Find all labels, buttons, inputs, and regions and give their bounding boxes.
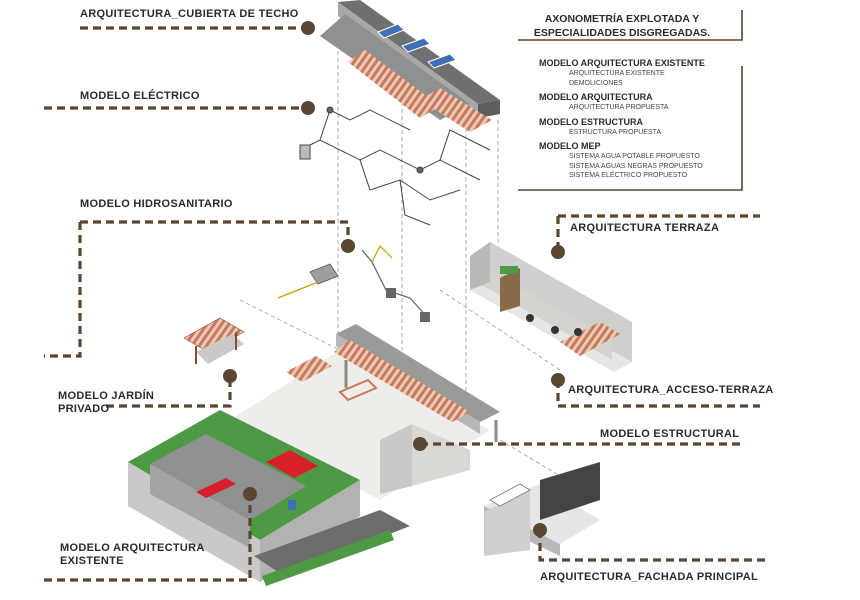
skylight-windows (377, 23, 457, 69)
front-facade-model (484, 462, 600, 556)
legend-group: MODELO MEP SISTEMA AGUA POTABLE PROPUEST… (539, 141, 739, 181)
legend-bracket (518, 10, 743, 191)
leader-dots (223, 21, 565, 537)
label-hidrosanitario: MODELO HIDROSANITARIO (80, 198, 233, 210)
legend-group: MODELO ARQUITECTURA EXISTENTE ARQUITECTU… (539, 58, 739, 88)
label-electrico: MODELO ELÉCTRICO (80, 90, 200, 102)
label-existente: MODELO ARQUITECTURA EXISTENTE (60, 542, 205, 567)
label-jardin: MODELO JARDÍN PRIVADO (58, 390, 155, 415)
legend-heading: MODELO ARQUITECTURA EXISTENTE (539, 58, 705, 68)
legend-heading: MODELO ARQUITECTURA (539, 92, 653, 102)
dot-hidrosanitario (341, 239, 355, 253)
dot-existente (243, 487, 257, 501)
private-garden-model (183, 317, 245, 364)
legend-title: AXONOMETRÍA EXPLOTADA Y ESPECIALIDADES D… (533, 13, 711, 39)
dot-fachada (533, 523, 547, 537)
dot-estructural (413, 437, 427, 451)
structural-model (230, 324, 500, 500)
dot-jardin (223, 369, 237, 383)
dot-terraza (551, 245, 565, 259)
label-terraza: ARQUITECTURA TERRAZA (570, 222, 720, 234)
legend-group: MODELO ARQUITECTURA ARQUITECTURA PROPUES… (539, 92, 739, 113)
dot-acceso-terraza (551, 373, 565, 387)
leader-lines (44, 26, 770, 582)
legend-item: SISTEMA AGUAS NEGRAS PROPUESTO (569, 162, 703, 170)
label-fachada: ARQUITECTURA_FACHADA PRINCIPAL (540, 571, 758, 583)
legend: AXONOMETRÍA EXPLOTADA Y ESPECIALIDADES D… (517, 12, 743, 190)
roof-model (320, 0, 500, 132)
legend-group: MODELO ESTRUCTURA ESTRUCTURA PROPUESTA (539, 117, 739, 138)
label-estructural: MODELO ESTRUCTURAL (600, 428, 740, 440)
existing-architecture-model (128, 410, 410, 586)
legend-item: ARQUITECTURA EXISTENTE (569, 70, 665, 77)
legend-item: DEMOLICIONES (569, 79, 623, 87)
terrace-model (470, 242, 632, 372)
legend-item: SISTEMA ELÉCTRICO PROPUESTO (569, 172, 688, 179)
legend-item: ESTRUCTURA PROPUESTA (569, 128, 662, 136)
legend-heading: MODELO MEP (539, 141, 601, 151)
legend-list: MODELO ARQUITECTURA EXISTENTE ARQUITECTU… (539, 54, 739, 181)
legend-item: ARQUITECTURA PROPUESTA (569, 104, 669, 111)
hydrosanitary-model (277, 244, 430, 322)
dot-cubierta (301, 21, 315, 35)
legend-heading: MODELO ESTRUCTURA (539, 116, 643, 127)
label-acceso-terraza: ARQUITECTURA_ACCESO-TERRAZA (568, 384, 774, 396)
legend-item: SISTEMA AGUA POTABLE PROPUESTO (569, 153, 700, 160)
electrical-model (299, 106, 491, 226)
dot-electrico (301, 101, 315, 115)
label-cubierta: ARQUITECTURA_CUBIERTA DE TECHO (80, 8, 299, 20)
